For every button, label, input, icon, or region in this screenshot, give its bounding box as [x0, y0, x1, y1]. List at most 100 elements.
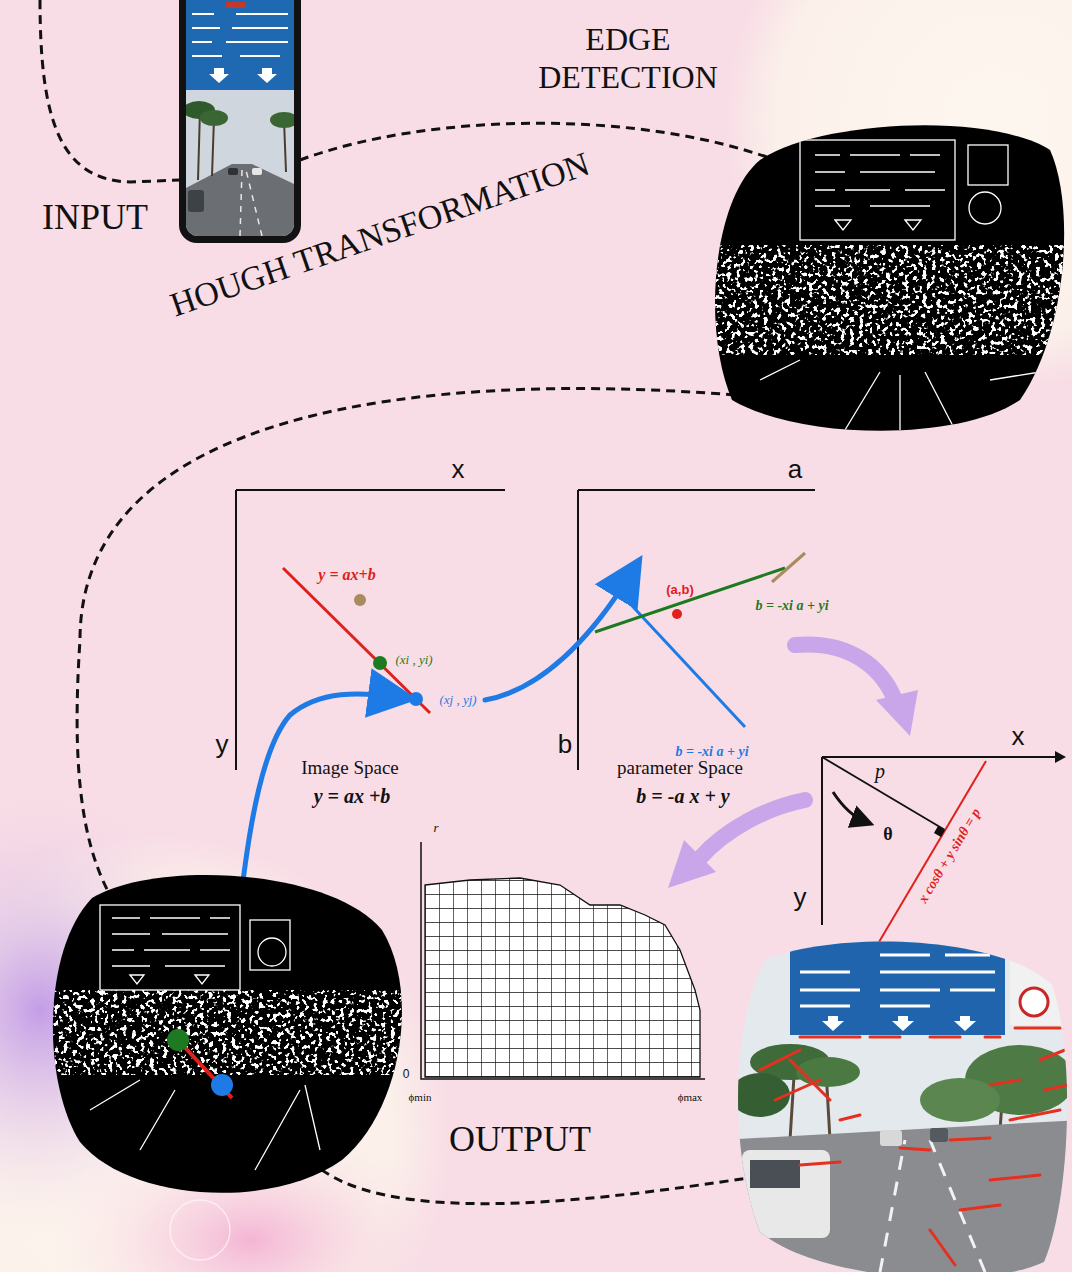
- point-label: (xi , yi): [395, 652, 432, 668]
- parameter-space-plot-part: [622, 595, 745, 727]
- phone-input: [179, 0, 301, 243]
- polar-plot-part: [934, 826, 945, 837]
- axis-label: p: [875, 759, 885, 783]
- dashed-flow: [40, 0, 775, 1204]
- output-image-part-part: [1010, 950, 1065, 1025]
- polar-plot: [822, 751, 1066, 942]
- stage-label: HOUGH TRANSFORMATION: [165, 144, 595, 326]
- accumulator-grid-part: [421, 842, 705, 1079]
- purple-arrow-part: [700, 800, 805, 858]
- equation-label: y = ax +b: [314, 784, 391, 808]
- output-image-part-part-part: [930, 1175, 1040, 1265]
- dashed-flow-part: [310, 1160, 748, 1204]
- output-image-part-part: [1020, 988, 1048, 1016]
- edge-image-part-part: [50, 990, 410, 1075]
- output-image-part-part: [822, 1016, 976, 1031]
- dashed-flow-part: [40, 0, 180, 182]
- polar-plot-part: [1055, 751, 1066, 763]
- accumulator-grid-part: [425, 878, 700, 1077]
- output-image-part-part: [790, 940, 1005, 1035]
- dashed-flow-part: [77, 388, 735, 895]
- phone-input-part-part: [200, 110, 228, 126]
- axis-label: x: [452, 454, 465, 485]
- edge-image-part-part-part: [815, 155, 945, 206]
- phone-input-part-part: [209, 68, 277, 83]
- chart-axis-label: r: [433, 820, 438, 836]
- background-part: [170, 1200, 230, 1260]
- edge-image-part-part-part: [968, 145, 1008, 185]
- image-space-plot-part: [409, 692, 423, 706]
- output-image-part-part-part: [800, 955, 995, 1006]
- edge-image-part-part-part: [800, 140, 955, 240]
- axis-label: b: [558, 729, 572, 760]
- parameter-space-plot-part: [772, 553, 805, 582]
- polar-plot-part: [879, 761, 986, 942]
- stage-label: OUTPUT: [449, 1118, 591, 1161]
- chart-axis-label: 0: [403, 1067, 410, 1081]
- polar-plot-part: [833, 792, 866, 822]
- output-image-part-part-part: [800, 1110, 1060, 1165]
- edge-image-part-part-part: [100, 905, 240, 990]
- edge-image-part-part-part: [969, 192, 1001, 224]
- parameter-space-plot-part: [672, 609, 682, 619]
- space-title: parameter Space: [617, 757, 743, 780]
- point-label: (xj , yj): [439, 692, 476, 708]
- equation-label: b = -a x + y: [636, 784, 729, 808]
- edge-image: [50, 875, 410, 1193]
- edge-image-part-part-part: [130, 975, 209, 984]
- edge-image-part-part-part: [760, 360, 1040, 430]
- phone-input-part-part: [188, 190, 204, 212]
- output-image-part-part-part: [760, 1050, 860, 1120]
- purple-arrow-part: [876, 690, 918, 736]
- equation-label: x cosθ + y sinθ = p: [915, 806, 985, 907]
- image-space-plot-part: [354, 594, 366, 606]
- edge-image-part-part-part: [250, 920, 290, 970]
- dashed-flow-part: [300, 123, 775, 160]
- edge-image-part: [167, 1029, 189, 1051]
- edge-image-part: [178, 1040, 232, 1098]
- output-image-part-part: [720, 1120, 1072, 1272]
- output-image-part-part: [760, 1028, 1068, 1265]
- image-space-plot-part: [283, 568, 430, 713]
- axis-label: y: [794, 882, 807, 913]
- edge-image-part-part-part: [835, 220, 921, 230]
- edge-image-part-part: [90, 905, 320, 1170]
- output-image-part-part: [730, 1073, 790, 1117]
- edge-image-part-part-part: [90, 1080, 320, 1170]
- output-image: [720, 920, 1072, 1272]
- phone-input-part: [179, 0, 301, 243]
- purple-arrow-part: [668, 840, 716, 888]
- chart-axis-label: ϕmax: [678, 1091, 703, 1104]
- output-image-part-part-part: [800, 1028, 1060, 1037]
- edge-image-part-part: [760, 140, 1040, 430]
- phone-input-part-part-part: [192, 14, 288, 56]
- output-image-part-part: [800, 955, 995, 1006]
- output-image-part-part: [750, 1160, 800, 1188]
- angle-label: θ: [883, 824, 892, 846]
- point-label: (a,b): [666, 582, 693, 598]
- output-image-part-part: [930, 1128, 948, 1142]
- parameter-space-plot-part: [578, 490, 815, 770]
- equation-label: b = -xi a + yi: [755, 598, 828, 615]
- edge-image-part: [50, 905, 410, 1170]
- phone-input-part-part: [226, 2, 246, 8]
- edge-image-part-part-part: [258, 938, 286, 966]
- edge-image: [700, 125, 1072, 430]
- phone-input-part-part: [186, 164, 294, 236]
- image-space-plot: [236, 490, 505, 770]
- edge-image-part: [211, 1074, 233, 1096]
- output-image-part-part: [920, 1078, 1000, 1122]
- phone-input-part-part: [270, 112, 294, 128]
- stage-label: INPUT: [42, 196, 148, 239]
- axis-label: a: [788, 454, 802, 485]
- output-image-part-part: [880, 1140, 985, 1272]
- chart-axis-label: ϕmin: [409, 1091, 432, 1104]
- parameter-space-plot: [578, 490, 815, 770]
- output-image-part-part: [720, 920, 1072, 1272]
- edge-image-part-part: [700, 245, 1072, 355]
- output-image-part-part: [796, 1057, 860, 1087]
- space-title: Image Space: [301, 757, 399, 780]
- output-image-part-part: [880, 1130, 902, 1146]
- accumulator-grid: [421, 842, 705, 1079]
